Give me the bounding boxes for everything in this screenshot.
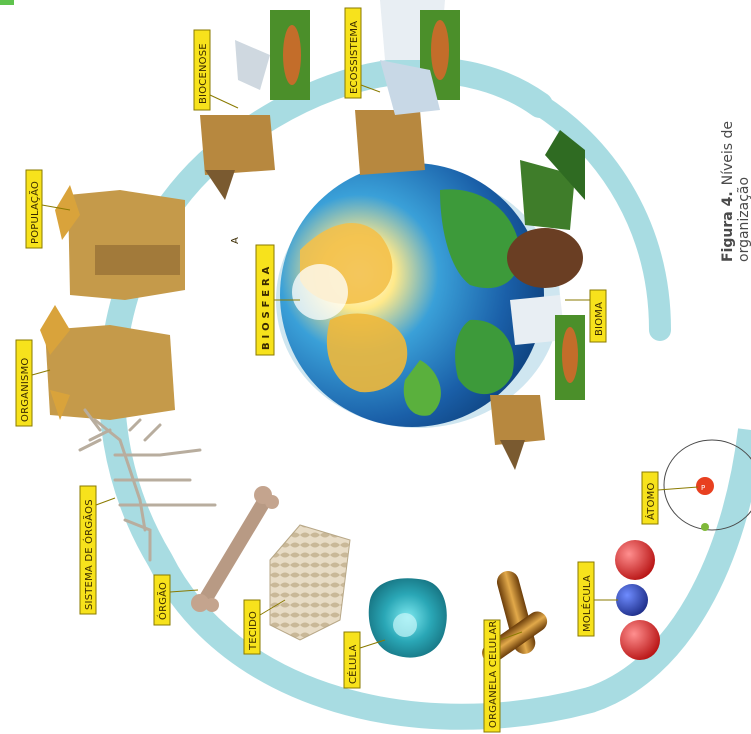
svg-text:ORGANELA CELULAR: ORGANELA CELULAR: [488, 620, 499, 728]
svg-text:SISTEMA DE ÓRGÃOS: SISTEMA DE ÓRGÃOS: [82, 499, 95, 610]
cell: [369, 578, 447, 657]
svg-text:TECIDO: TECIDO: [248, 611, 259, 651]
label-biocenose: BIOCENOSE: [194, 30, 238, 110]
label-organismo: ORGANISMO: [16, 340, 50, 426]
svg-text:B I O S F E R A: B I O S F E R A: [261, 266, 272, 350]
svg-text:ÓRGÃO: ÓRGÃO: [156, 582, 169, 620]
svg-text:POPULAÇÃO: POPULAÇÃO: [28, 181, 41, 244]
molecule: [615, 540, 660, 660]
svg-text:CÉLULA: CÉLULA: [346, 644, 359, 684]
svg-text:BIOMA: BIOMA: [594, 302, 605, 336]
svg-text:ÁTOMO: ÁTOMO: [644, 482, 657, 520]
svg-text:ECOSSISTEMA: ECOSSISTEMA: [349, 21, 360, 94]
caption-line-2: organização: [736, 177, 751, 262]
figure-caption: Figura 4. Níveis de organização: [720, 121, 751, 262]
letter-a: A: [230, 237, 241, 244]
caption-bold: Figura 4.: [720, 191, 736, 262]
corner-marker: [0, 0, 14, 5]
atom-nucleus-letter: P: [701, 484, 705, 492]
label-atomo: ÁTOMO: [642, 472, 698, 524]
tissue: [270, 525, 350, 640]
label-molecula: MOLÉCULA: [578, 562, 618, 636]
earth-globe: [276, 163, 560, 428]
svg-text:ORGANISMO: ORGANISMO: [20, 358, 31, 423]
caption-text: Níveis de: [720, 121, 736, 185]
label-sistema-de-orgaos: SISTEMA DE ÓRGÃOS: [80, 486, 115, 614]
svg-text:MOLÉCULA: MOLÉCULA: [580, 575, 593, 632]
svg-text:BIOCENOSE: BIOCENOSE: [198, 43, 209, 104]
svg-text:Figura 4.Níveis de: Figura 4. Níveis de: [720, 121, 736, 262]
